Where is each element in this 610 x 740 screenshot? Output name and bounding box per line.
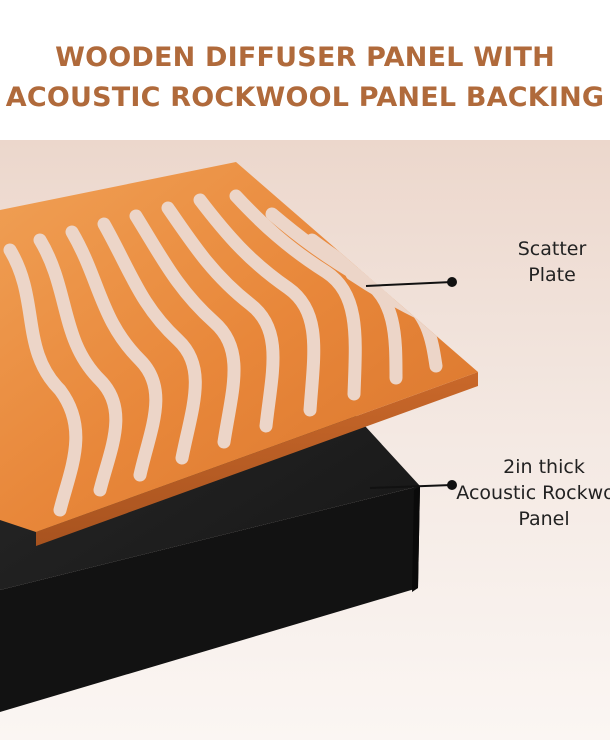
callout-scatter [365, 277, 457, 287]
product-illustration: Scatter Plate 2in thick Acoustic Rockwoo… [0, 140, 610, 740]
label-text: Scatter [517, 238, 587, 260]
scatter-plate-edge [36, 372, 478, 546]
callout-line [365, 281, 453, 287]
label-text: Panel [518, 508, 570, 530]
label-text: 2in thick [503, 456, 585, 478]
label-text: Acoustic Rockwool [456, 482, 610, 504]
title-line-1: WOODEN DIFFUSER PANEL WITH [55, 42, 555, 73]
callout-line [369, 484, 453, 489]
callout-dot-icon [447, 480, 457, 490]
label-scatter-plate: Scatter Plate [492, 236, 610, 288]
scatter-plate-slots [3, 189, 443, 517]
page-title: WOODEN DIFFUSER PANEL WITH ACOUSTIC ROCK… [0, 38, 610, 118]
header: WOODEN DIFFUSER PANEL WITH ACOUSTIC ROCK… [0, 0, 610, 140]
label-text: Plate [528, 264, 576, 286]
title-line-2: ACOUSTIC ROCKWOOL PANEL BACKING [5, 82, 605, 113]
panel-illustration [0, 162, 478, 712]
rockwool-front-face [0, 486, 420, 712]
callout-dot-icon [447, 277, 457, 287]
scatter-plate [0, 162, 478, 546]
rockwool-side-face [412, 486, 420, 592]
label-rockwool-panel: 2in thick Acoustic Rockwool Panel [444, 454, 610, 532]
callout-rockwool [369, 480, 457, 490]
